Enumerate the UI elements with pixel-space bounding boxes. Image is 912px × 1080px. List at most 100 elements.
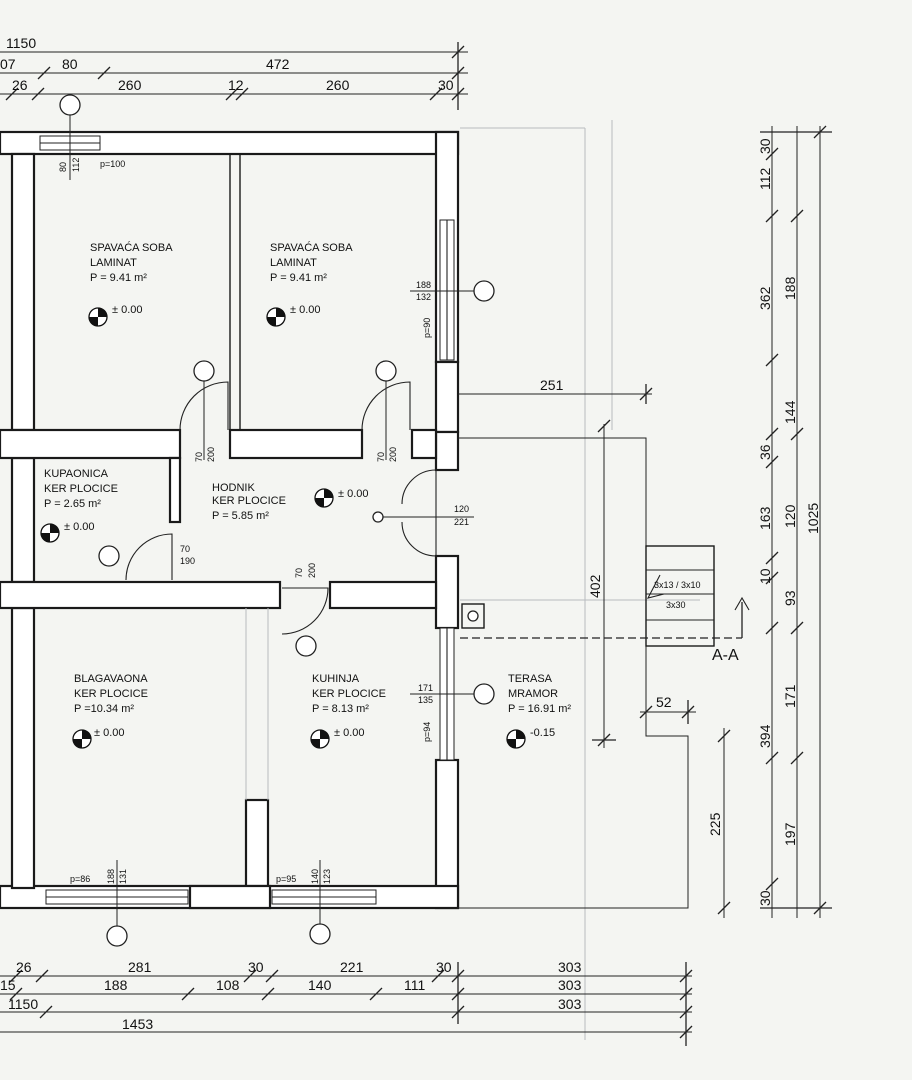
parapet-label: p=95 (276, 874, 296, 884)
room-finish: LAMINAT (270, 257, 317, 269)
misc-dimensions: 251 402 52 225 (458, 377, 731, 918)
dimension-label: 120 (782, 504, 798, 528)
room-name: SPAVAĆA SOBA (270, 241, 353, 254)
dimension-label: 111 (404, 977, 425, 993)
dimension-label: 112 (757, 167, 773, 190)
bottom-dimensions: 26 281 30 221 30 303 15 188 108 140 111 … (0, 959, 693, 1046)
door-label: 190 (180, 556, 195, 566)
level-icon (72, 729, 92, 749)
dimension-label: 10 (757, 568, 773, 584)
door-label: 70 (180, 544, 190, 554)
room-name: TERASA (508, 673, 553, 685)
dimension-label: 30 (248, 959, 264, 975)
dimension-label: 15 (0, 977, 16, 993)
door-label: 200 (307, 563, 317, 578)
dimension-label: 26 (16, 959, 32, 975)
windows (39, 135, 455, 905)
dimension-label: 07 (0, 56, 16, 72)
room-area: P = 5.85 m² (212, 510, 269, 522)
room-level: -0.15 (530, 727, 555, 739)
dimension-label: 394 (757, 724, 773, 748)
room-finish: KER PLOCICE (212, 495, 286, 507)
door-label: 120 (454, 504, 469, 514)
dimension-label: 303 (558, 996, 582, 1012)
dimension-label: 1025 (805, 503, 821, 534)
door-label: 70 (376, 452, 386, 462)
room-name: SPAVAĆA SOBA (90, 241, 173, 254)
level-markers (40, 307, 526, 749)
level-icon (40, 523, 60, 543)
dimension-label: 260 (118, 77, 142, 93)
dimension-label: 1150 (6, 35, 36, 51)
section-label: A-A (712, 647, 739, 664)
room-name: KUHINJA (312, 673, 360, 685)
dimension-label: 163 (757, 506, 773, 530)
room-area: P = 2.65 m² (44, 498, 101, 510)
dimension-label: 225 (707, 812, 723, 836)
opening-labels: 80 112 p=100 188 132 p=90 70 200 70 200 … (58, 158, 739, 884)
dimension-label: 30 (438, 77, 454, 93)
dimension-label: 303 (558, 959, 582, 975)
room-finish: LAMINAT (90, 257, 137, 269)
dimension-label: 30 (436, 959, 452, 975)
door-label: 221 (454, 517, 469, 527)
dimension-label: 80 (62, 56, 78, 72)
window-label: 123 (322, 869, 332, 884)
window-label: 135 (418, 695, 433, 705)
room-name: HODNIK (212, 482, 255, 494)
dimension-label: 171 (782, 684, 798, 708)
room-level: ± 0.00 (334, 727, 365, 739)
dimension-label: 93 (782, 590, 798, 606)
window-label: 132 (416, 292, 431, 302)
room-level: ± 0.00 (290, 304, 321, 316)
room-finish: KER PLOCICE (44, 483, 118, 495)
parapet-label: p=90 (422, 318, 432, 338)
dimension-label: 402 (587, 574, 603, 598)
level-icon (310, 729, 330, 749)
dimension-label: 221 (340, 959, 364, 975)
door-label: 200 (206, 447, 216, 462)
room-area: P = 8.13 m² (312, 703, 369, 715)
stairs-label: 3x13 / 3x10 (654, 580, 701, 590)
window-label: 140 (310, 869, 320, 884)
room-name: BLAGAVAONA (74, 673, 148, 685)
room-finish: MRAMOR (508, 688, 558, 700)
window-label: 188 (416, 280, 431, 290)
dimension-label: 472 (266, 56, 290, 72)
dimension-label: 197 (782, 822, 798, 846)
dimension-label: 108 (216, 977, 240, 993)
room-name: KUPAONICA (44, 468, 109, 480)
room-level: ± 0.00 (64, 521, 95, 533)
dimension-label: 30 (757, 890, 773, 906)
level-icon (88, 307, 108, 327)
stairs-label: 3x30 (666, 600, 686, 610)
dimension-label: 251 (540, 377, 564, 393)
level-icon (314, 488, 334, 508)
dimension-label: 303 (558, 977, 582, 993)
dimension-label: 12 (228, 77, 244, 93)
room-level: ± 0.00 (338, 488, 369, 500)
parapet-label: p=86 (70, 874, 90, 884)
room-finish: KER PLOCICE (312, 688, 386, 700)
parapet-label: p=100 (100, 159, 125, 169)
dimension-label: 281 (128, 959, 152, 975)
door-label: 200 (388, 447, 398, 462)
dimension-label: 188 (104, 977, 128, 993)
level-icon (266, 307, 286, 327)
dimension-label: 1453 (122, 1016, 153, 1032)
door-label: 70 (294, 568, 304, 578)
dimension-label: 140 (308, 977, 332, 993)
room-area: P = 9.41 m² (90, 272, 147, 284)
top-dimensions: 1150 07 80 472 26 260 12 260 30 (0, 35, 468, 110)
room-level: ± 0.00 (94, 727, 125, 739)
window-label: 80 (58, 162, 68, 172)
room-finish: KER PLOCICE (74, 688, 148, 700)
faint-lines (460, 120, 700, 1040)
door-label: 70 (194, 452, 204, 462)
parapet-label: p=94 (422, 722, 432, 742)
dimension-label: 188 (782, 276, 798, 300)
level-icon (506, 729, 526, 749)
dimension-label: 362 (757, 286, 773, 310)
window-label: 188 (106, 869, 116, 884)
